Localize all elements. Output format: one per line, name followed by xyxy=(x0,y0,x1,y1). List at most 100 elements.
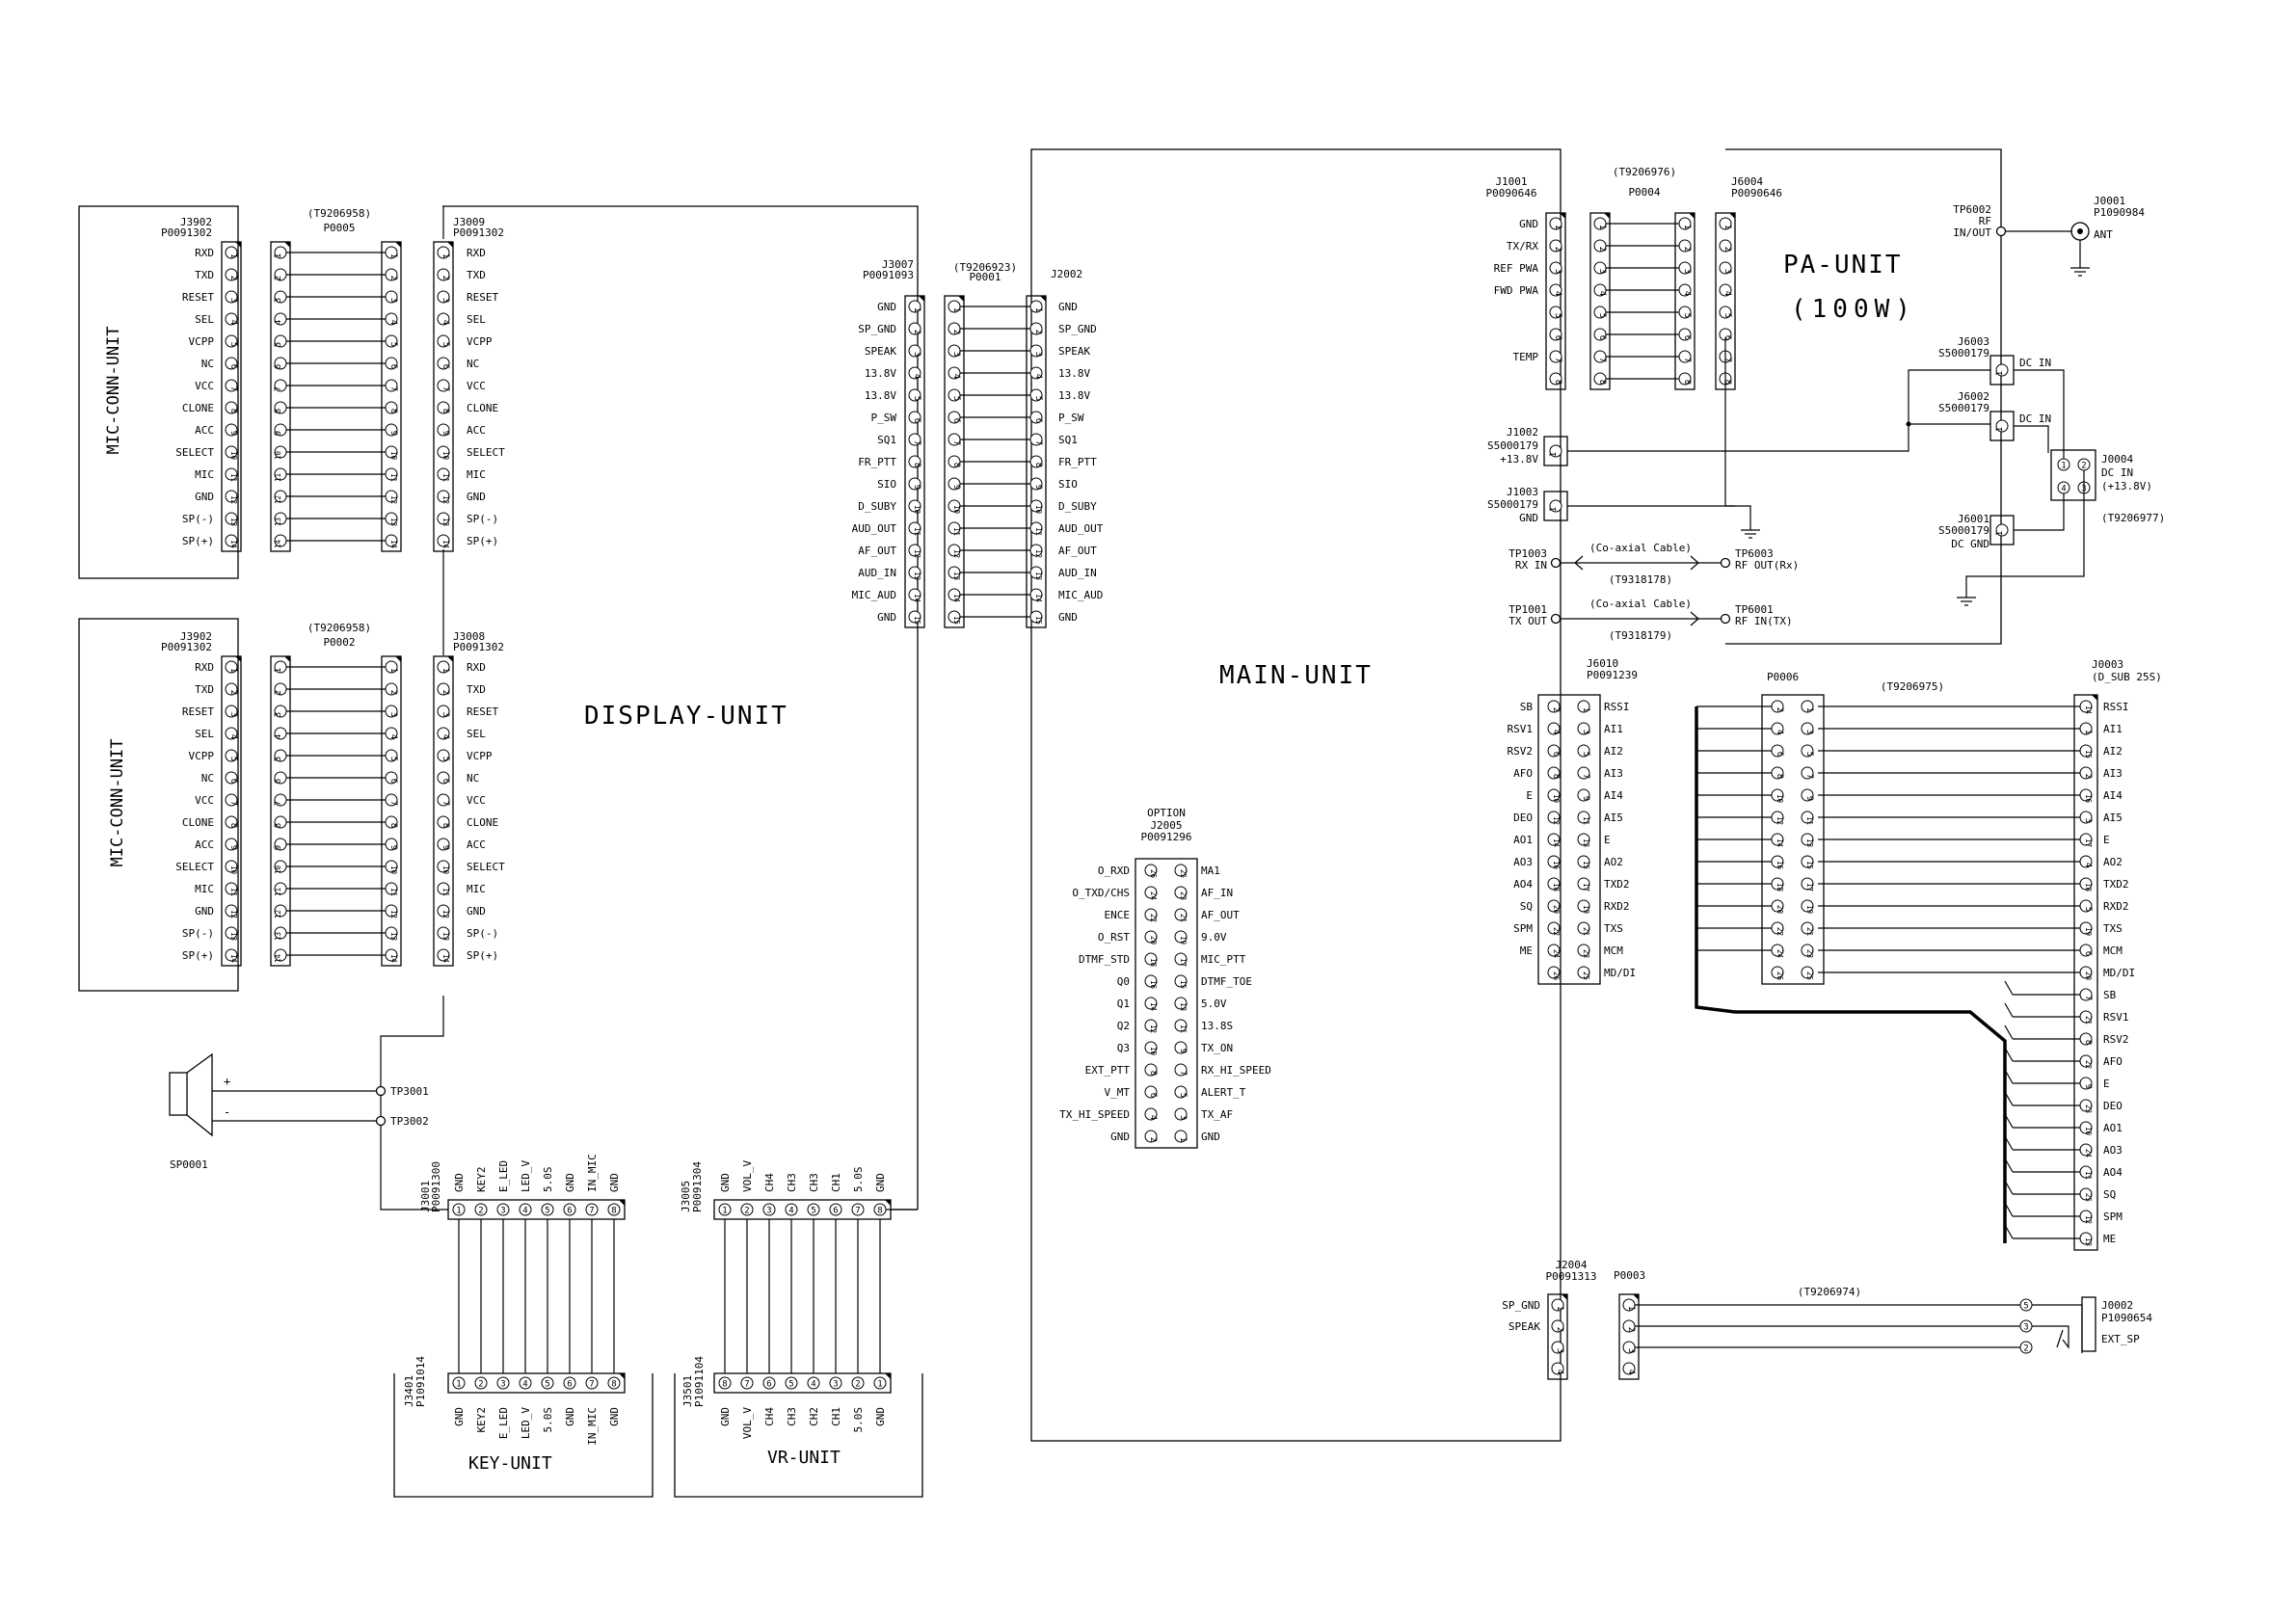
pin xyxy=(2079,700,2093,713)
pin-number: 18 xyxy=(1775,883,1784,892)
pin xyxy=(437,815,450,829)
j6010-left-label: E xyxy=(1526,789,1533,802)
cable-wire xyxy=(2004,1224,2014,1239)
pin-number: 25 xyxy=(1179,869,1188,878)
display-unit-title: DISPLAY-UNIT xyxy=(584,702,788,731)
pin-number: 20 xyxy=(1552,905,1561,915)
pin-number: 7 xyxy=(274,801,283,806)
mic1-display-pin-label: VCPP xyxy=(467,335,493,348)
pin-number: 5 xyxy=(1597,313,1607,318)
pin-number: 21 xyxy=(2084,1016,2093,1024)
j2005-left-label: V_MT xyxy=(1105,1086,1131,1099)
pin-number: 7 xyxy=(912,440,921,445)
j3005-part: P0091304 xyxy=(691,1161,704,1212)
pin xyxy=(1174,864,1188,877)
pin-number: 7 xyxy=(855,1207,860,1216)
j0003-pin-label: DEO xyxy=(2103,1100,2122,1112)
pin-number: 20 xyxy=(1775,905,1784,915)
j1001-part: P0090646 xyxy=(1486,187,1537,200)
pin-number: 3 xyxy=(912,352,921,357)
pin xyxy=(1801,700,1814,713)
pin-number: 17 xyxy=(2084,838,2093,847)
pin-number: 6 xyxy=(567,1207,572,1216)
j3007-pin-label: AUD_IN xyxy=(858,567,896,579)
j6010-left-label: ME xyxy=(1520,945,1533,957)
j0003-pin-label: E xyxy=(2103,1078,2110,1090)
cable-wire xyxy=(2004,1024,2014,1040)
pin-number: 19 xyxy=(1179,936,1188,945)
pin-number: 4 xyxy=(441,734,450,739)
pin-number: 11 xyxy=(389,473,398,482)
pin xyxy=(437,705,450,718)
pin-number: 7 xyxy=(589,1207,594,1216)
pin xyxy=(437,490,450,503)
pin-number: 15 xyxy=(1582,861,1590,869)
mic2-pin-label: SP(+) xyxy=(182,949,214,962)
arrow xyxy=(1690,555,1699,571)
pin-number: 1 xyxy=(456,1207,461,1216)
pin-number: 10 xyxy=(1149,1047,1158,1056)
pin xyxy=(1144,1130,1158,1143)
mic1-display-pin-label: ACC xyxy=(467,424,486,437)
pin-number: 1 xyxy=(441,668,450,673)
arrow xyxy=(1690,611,1699,626)
pin1-marker xyxy=(395,242,401,248)
j2005-right-label: MIC_PTT xyxy=(1201,953,1246,966)
pin-number: 4 xyxy=(811,1380,815,1390)
pin-number: 17 xyxy=(1582,883,1590,891)
j3401-pin-label: GND xyxy=(608,1407,621,1426)
pin-number: 16 xyxy=(2084,794,2093,804)
pin xyxy=(437,682,450,696)
j3401-pin-label: E_LED xyxy=(497,1407,510,1439)
pin-number: 11 xyxy=(1805,816,1814,825)
pin-number: 4 xyxy=(2061,485,2066,494)
j0003-pin-label: MCM xyxy=(2103,945,2122,957)
pin xyxy=(908,499,921,513)
j3007-pin-label: AUD_OUT xyxy=(852,522,897,535)
pin-number: 14 xyxy=(1149,1002,1158,1012)
j3001-pin-label: 5.0S xyxy=(542,1167,554,1193)
j2005-left-label: Q1 xyxy=(1117,998,1130,1010)
pin1-marker xyxy=(447,242,453,248)
pin xyxy=(1547,899,1561,913)
pin xyxy=(851,1203,865,1216)
mic1-display-pin-label: SP(-) xyxy=(467,513,498,525)
pin-number: 11 xyxy=(229,888,238,896)
j2005-left-label: Q2 xyxy=(1117,1020,1130,1032)
pin-number: 5 xyxy=(811,1207,815,1216)
j3001-pin-label: E_LED xyxy=(497,1160,510,1192)
pin-number: 5 xyxy=(951,396,961,401)
pin xyxy=(718,1203,732,1216)
pin-number: 5 xyxy=(1033,396,1043,401)
j0003-pin-label: AI5 xyxy=(2103,812,2122,824)
pin-number: 2 xyxy=(1722,247,1732,252)
j3501-pin-label: GND xyxy=(719,1407,732,1426)
pin-number: 6 xyxy=(441,364,450,369)
pin xyxy=(225,660,238,674)
pin-number: 1 xyxy=(1995,531,2005,536)
pin-number: 13 xyxy=(952,572,961,580)
mic2-display-pin-label: GND xyxy=(467,905,486,918)
pin-number: 9 xyxy=(1804,796,1814,801)
j2005-right-label: 13.8S xyxy=(1201,1020,1233,1032)
j6010-right-label: AI3 xyxy=(1604,767,1623,780)
cable-wire xyxy=(2004,980,2014,996)
j2005-right-label: TX_AF xyxy=(1201,1108,1233,1121)
pin1-marker xyxy=(919,296,924,302)
coax1-tp-pa-ref: TP6003 xyxy=(1735,547,1774,560)
pin-number: 4 xyxy=(274,320,283,325)
pin-number: 11 xyxy=(913,527,921,536)
j1001-pin-label: TEMP xyxy=(1513,351,1539,363)
mic2-pin-label: RXD xyxy=(195,661,214,674)
j0001-part: P1090984 xyxy=(2094,206,2145,219)
pin-number: 1 xyxy=(456,1380,461,1390)
p0003-ref: P0003 xyxy=(1614,1269,1645,1282)
pin-number: 9 xyxy=(274,845,283,850)
pin-number: 9 xyxy=(912,485,921,490)
pin xyxy=(1622,1362,1636,1375)
j0003-pin-label: SB xyxy=(2103,989,2117,1001)
j3501-pin-label: CH2 xyxy=(808,1407,820,1426)
j0003-pin-label: AI2 xyxy=(2103,745,2122,758)
mic1-jb-part: P0091302 xyxy=(453,226,504,239)
pin xyxy=(1144,974,1158,988)
